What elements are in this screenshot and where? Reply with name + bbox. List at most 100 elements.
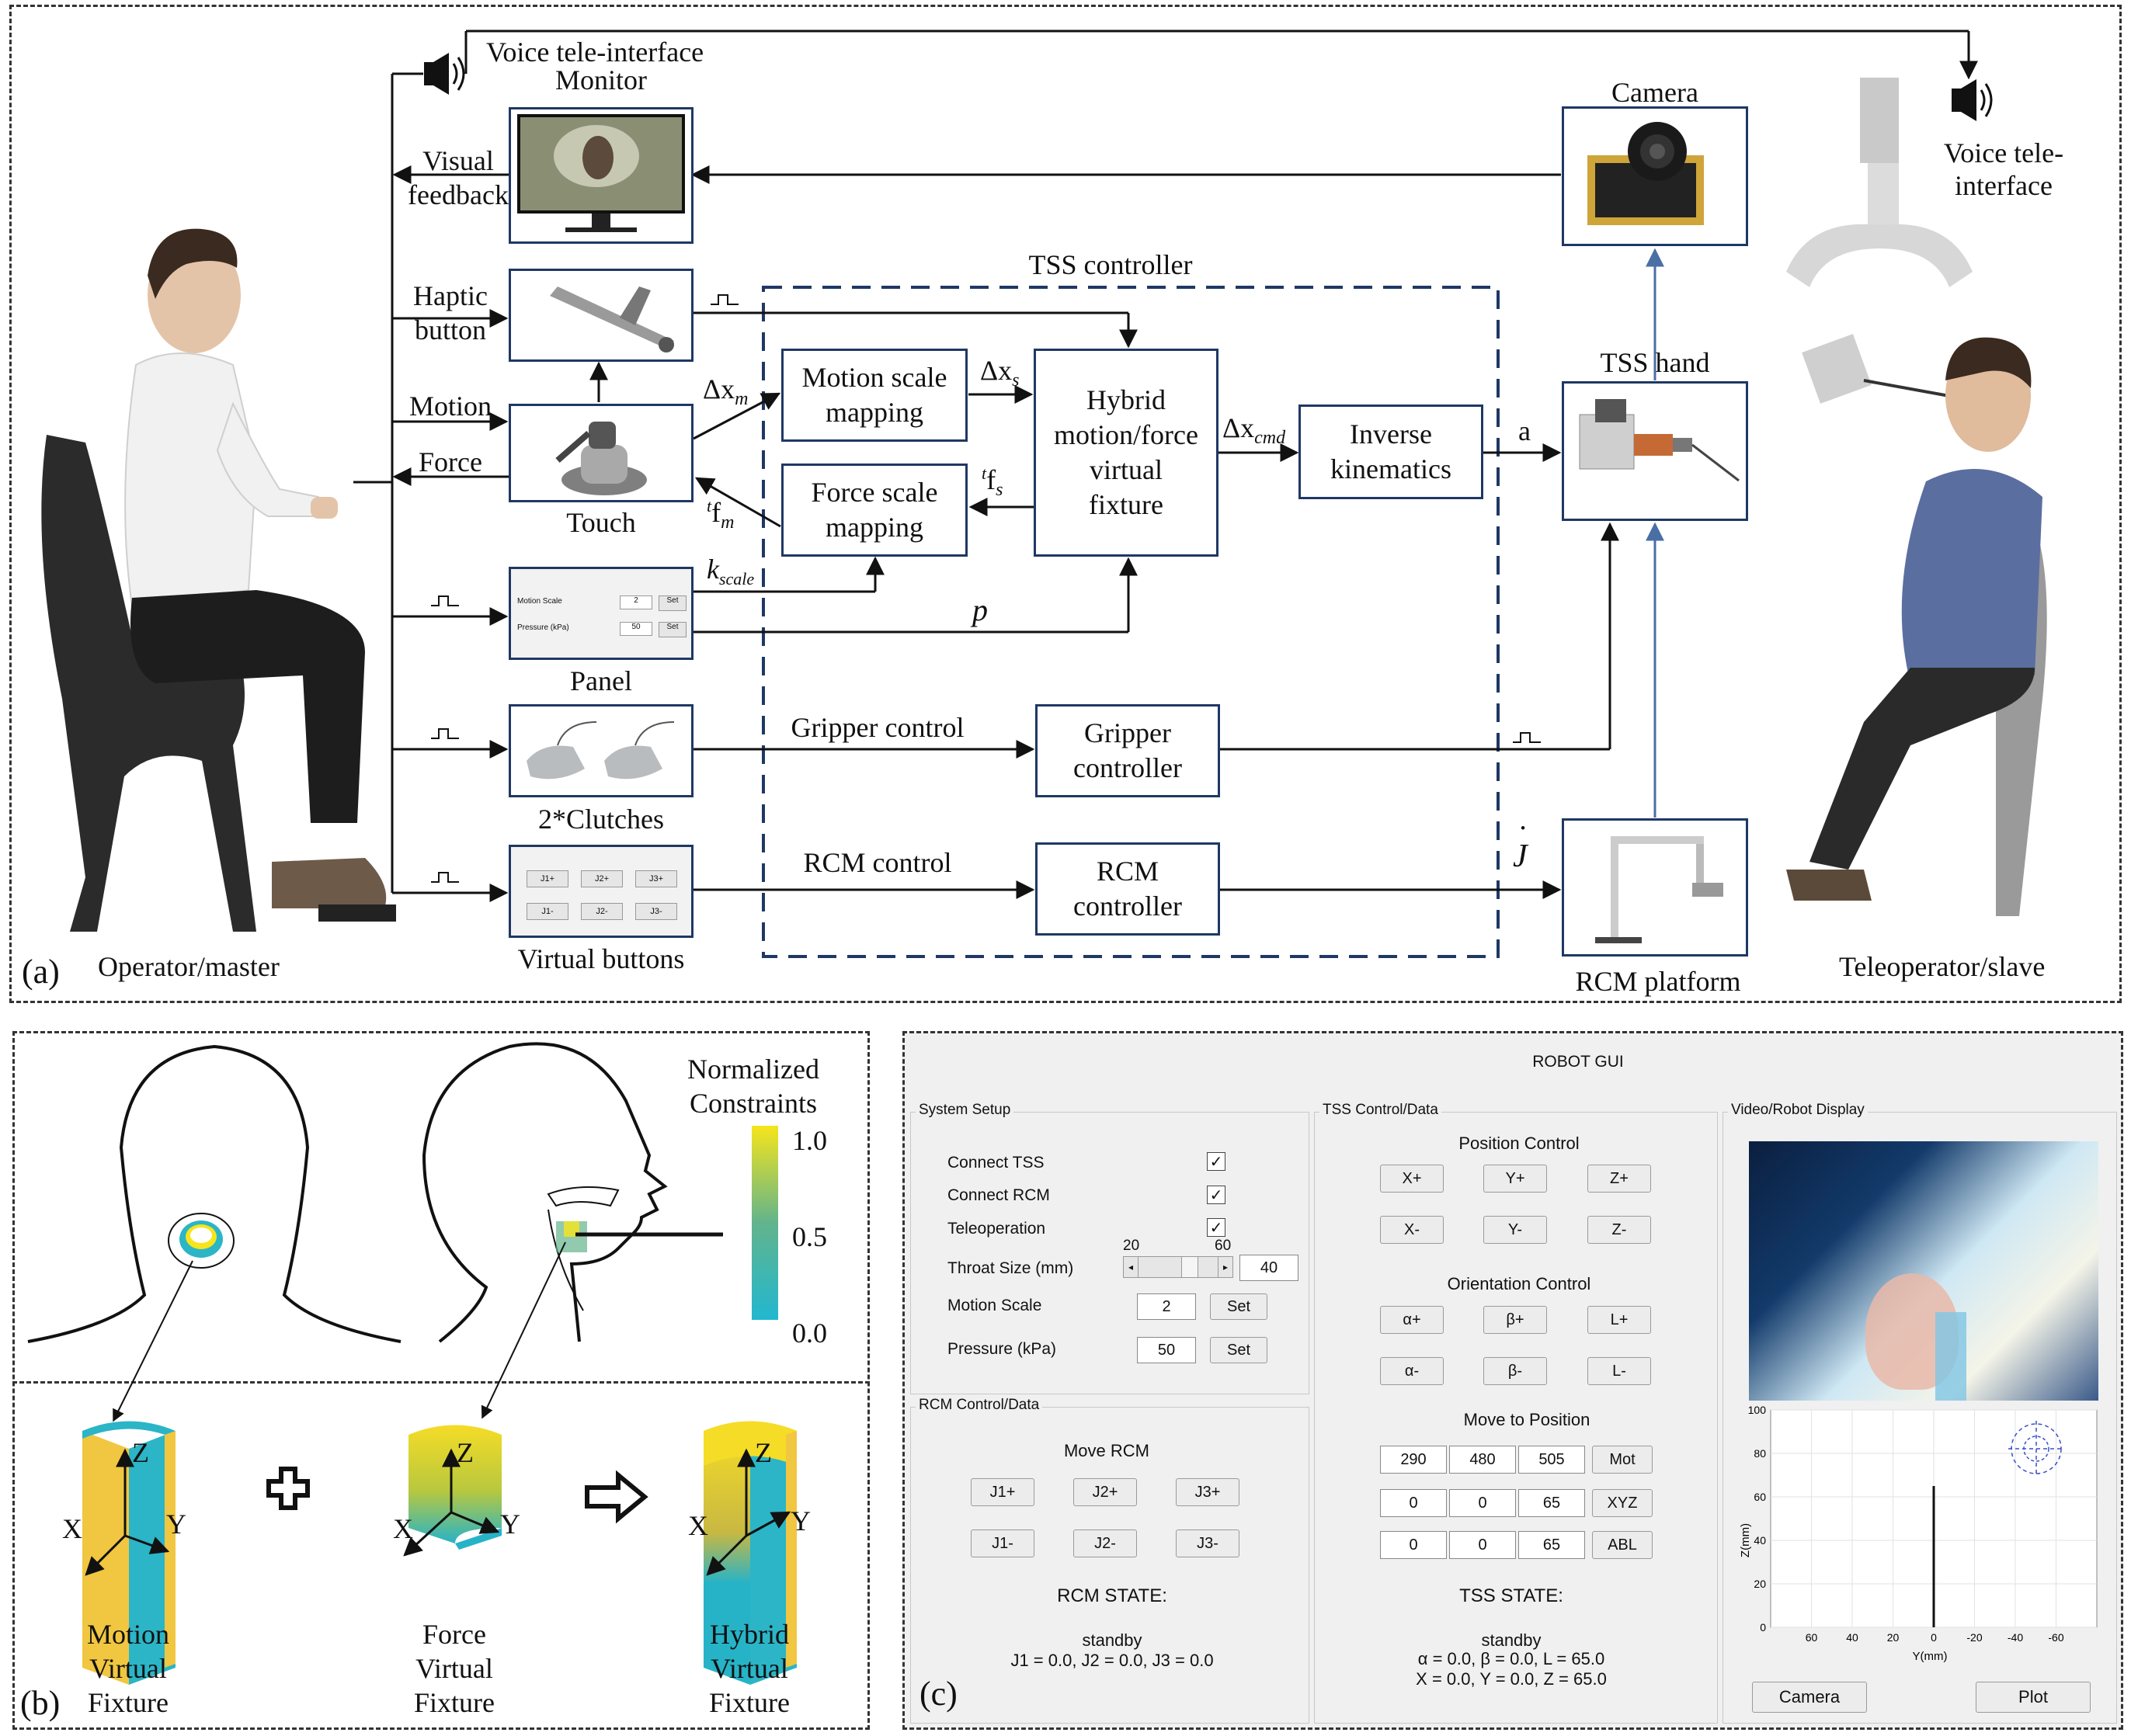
rcm-j2-plus-button[interactable]: J2+ (1073, 1478, 1137, 1506)
connect-tss-label: Connect TSS (947, 1154, 1045, 1172)
operator-label: Operator/master (98, 951, 280, 982)
plot-button[interactable]: Plot (1976, 1682, 2091, 1713)
panel-label: Panel (570, 665, 632, 696)
motion-scale-set-button[interactable]: Set (1210, 1293, 1267, 1320)
axis-y-1: Y (166, 1509, 186, 1540)
axis-z-1: Z (132, 1437, 149, 1468)
fixture-3-l2: Virtual (711, 1653, 788, 1684)
fixture-1-l2: Virtual (89, 1653, 167, 1684)
rcm-j3-minus-button[interactable]: J3- (1176, 1529, 1239, 1557)
virtual-button-mini[interactable]: J1- (527, 903, 568, 920)
tss-y-plus-button[interactable]: Y+ (1483, 1165, 1547, 1193)
move-row1-field2[interactable]: 480 (1449, 1446, 1516, 1474)
connect-tss-checkbox[interactable]: ✓ (1207, 1152, 1225, 1171)
pressure-set-button[interactable]: Set (1210, 1337, 1267, 1363)
tss-control-title: TSS Control/Data (1319, 1102, 1441, 1119)
video-display-group: Video/Robot Display (1723, 1102, 2117, 1724)
rcm-j1-minus-button[interactable]: J1- (971, 1529, 1034, 1557)
virtual-button-mini[interactable]: J2- (581, 903, 623, 920)
rcm-j2-minus-button[interactable]: J2- (1073, 1529, 1137, 1557)
foot-pedal-icon (527, 721, 675, 779)
move-row3-field1[interactable]: 0 (1380, 1531, 1447, 1559)
tss-l-plus-button[interactable]: L+ (1587, 1306, 1651, 1334)
throat-size-field[interactable]: 40 (1239, 1255, 1298, 1281)
virtual-button-mini[interactable]: J3- (635, 903, 677, 920)
voice-right-label-l2: interface (1955, 170, 2053, 201)
tss-l-minus-button[interactable]: L- (1587, 1357, 1651, 1385)
move-row2-field1[interactable]: 0 (1380, 1489, 1447, 1517)
teleoperation-label: Teleoperation (947, 1220, 1046, 1238)
axis-x-2: X (393, 1513, 413, 1544)
speaker-icon-left (424, 53, 465, 95)
tss-z-plus-button[interactable]: Z+ (1587, 1165, 1651, 1193)
slider-min-label: 20 (1123, 1238, 1140, 1254)
tss-controller-label: TSS controller (1028, 249, 1193, 280)
move-row1-field3[interactable]: 505 (1518, 1446, 1585, 1474)
move-row2-field3[interactable]: 65 (1518, 1489, 1585, 1517)
rcm-j1-plus-button[interactable]: J1+ (971, 1478, 1034, 1506)
virtual-button-mini[interactable]: J3+ (635, 870, 677, 887)
tss-alpha-minus-button[interactable]: α- (1380, 1357, 1444, 1385)
front-head-outline (27, 1044, 402, 1343)
panel-pressure-set-button[interactable]: Set (659, 622, 687, 637)
camera-button[interactable]: Camera (1752, 1682, 1867, 1713)
panel-a-diagram (41, 30, 2047, 958)
motion-scale-field[interactable]: 2 (1137, 1293, 1196, 1320)
move-xyz-button[interactable]: XYZ (1592, 1489, 1653, 1517)
force-label: Force (419, 446, 482, 477)
y-tick-label: 60 (1754, 1491, 1766, 1503)
y-tick-label: 40 (1754, 1534, 1766, 1547)
x-tick-label: 0 (1931, 1631, 1937, 1644)
move-row2-field2[interactable]: 0 (1449, 1489, 1516, 1517)
tss-x-plus-button[interactable]: X+ (1380, 1165, 1444, 1193)
clutches-box (509, 704, 694, 797)
teleoperator-figure (1786, 78, 2047, 916)
tss-z-minus-button[interactable]: Z- (1587, 1216, 1651, 1244)
panel-c-tag: (c) (919, 1675, 958, 1713)
panel-b-divider (12, 1381, 870, 1384)
tss-beta-plus-button[interactable]: β+ (1483, 1306, 1547, 1334)
fixture-2-l3: Fixture (414, 1687, 495, 1718)
rcm-state-title: RCM STATE: (1057, 1585, 1167, 1606)
tss-hand-icon (1579, 399, 1740, 482)
pressure-label: Pressure (kPa) (947, 1340, 1057, 1358)
y-tick-label: 100 (1748, 1404, 1767, 1416)
tss-alpha-plus-button[interactable]: α+ (1380, 1306, 1444, 1334)
fixture-3-l1: Hybrid (710, 1619, 789, 1650)
force-fixture-cylinder (403, 1425, 502, 1557)
pressure-field[interactable]: 50 (1137, 1337, 1196, 1363)
system-setup-title: System Setup (916, 1102, 1014, 1119)
force-scale-mapping-block: Force scale mapping (781, 464, 968, 557)
rcm-platform-box (1562, 818, 1748, 957)
colorbar-tick-0: 0.0 (792, 1318, 827, 1349)
rcm-j3-plus-button[interactable]: J3+ (1176, 1478, 1239, 1506)
panel-box: Motion Scale 2 Set Pressure (kPa) 50 Set (509, 567, 694, 660)
monitor-box (509, 107, 694, 244)
virtual-button-mini[interactable]: J2+ (581, 870, 623, 887)
x-tick-label: 60 (1806, 1631, 1818, 1644)
fixture-2-l2: Virtual (415, 1653, 493, 1684)
move-mot-button[interactable]: Mot (1592, 1446, 1653, 1474)
virtual-button-mini[interactable]: J1+ (527, 870, 568, 887)
move-row1-field1[interactable]: 290 (1380, 1446, 1447, 1474)
panel-motion-set-button[interactable]: Set (659, 595, 687, 611)
panel-b-tag: (b) (20, 1684, 61, 1722)
axis-z-3: Z (755, 1437, 772, 1468)
throat-size-slider[interactable]: ◂ ▸ (1123, 1256, 1233, 1278)
y-tick-label: 80 (1754, 1447, 1766, 1460)
connect-rcm-checkbox[interactable]: ✓ (1207, 1186, 1225, 1204)
fixture-1-l1: Motion (86, 1619, 169, 1650)
visual-feedback-label-l2: feedback (408, 179, 509, 210)
slider-thumb[interactable] (1181, 1257, 1198, 1277)
tss-x-minus-button[interactable]: X- (1380, 1216, 1444, 1244)
teleoperation-checkbox[interactable]: ✓ (1207, 1218, 1225, 1237)
tss-beta-minus-button[interactable]: β- (1483, 1357, 1547, 1385)
move-abl-button[interactable]: ABL (1592, 1531, 1653, 1559)
slider-right-arrow-icon[interactable]: ▸ (1218, 1257, 1232, 1277)
slider-left-arrow-icon[interactable]: ◂ (1124, 1257, 1139, 1277)
side-head-outline (422, 1042, 668, 1343)
move-row3-field2[interactable]: 0 (1449, 1531, 1516, 1559)
tss-y-minus-button[interactable]: Y- (1483, 1216, 1547, 1244)
move-row3-field3[interactable]: 65 (1518, 1531, 1585, 1559)
